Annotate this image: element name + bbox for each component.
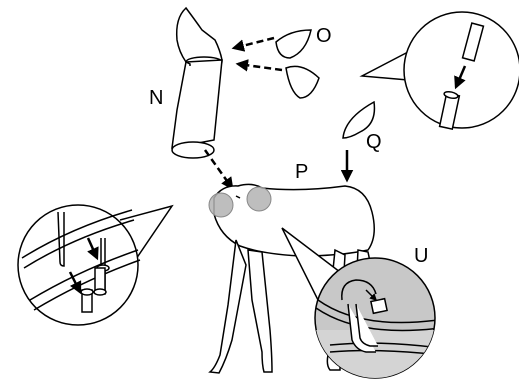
detail-callout-left [17, 204, 174, 326]
detail-left-arrow-2 [68, 271, 82, 295]
label-q: Q [366, 131, 382, 153]
detail-u-arrow [365, 289, 378, 302]
label-p: P [295, 161, 308, 183]
detail-left-arrow-1 [86, 237, 99, 261]
label-u: U [414, 245, 428, 267]
ear-parts [275, 29, 320, 99]
neck-part [171, 6, 223, 159]
label-o: O [316, 25, 332, 47]
detail-top-arrow [454, 65, 467, 90]
ear-arrows [231, 36, 283, 72]
label-n: N [149, 87, 163, 109]
neck-arrow [203, 149, 234, 191]
tail-part [342, 100, 376, 139]
detail-callout-u [281, 227, 436, 379]
joint-highlights [208, 186, 272, 218]
detail-callout-top [359, 11, 519, 130]
